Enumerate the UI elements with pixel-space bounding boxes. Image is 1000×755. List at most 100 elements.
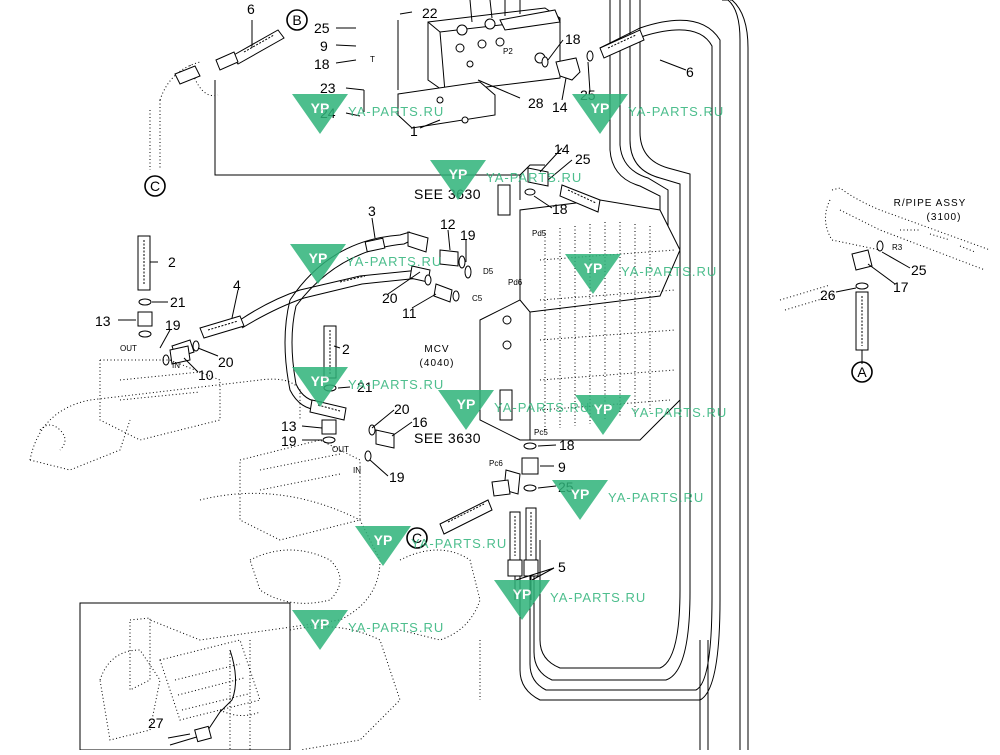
watermark-text: YA-PARTS.RU	[550, 590, 646, 605]
watermark-text: YA-PARTS.RU	[411, 536, 507, 551]
callout: 20	[218, 354, 234, 370]
callout: 14	[554, 141, 570, 157]
circle-label-a-text: A	[857, 364, 867, 380]
callout: 25	[314, 20, 330, 36]
watermark-triangle	[552, 480, 608, 520]
callout: 18	[565, 31, 581, 47]
machine-outline	[29, 187, 991, 751]
callout: 6	[247, 1, 255, 17]
watermark-triangle	[572, 94, 628, 134]
port-label: OUT	[120, 344, 137, 353]
pipe-assy-detail	[851, 240, 884, 364]
pipe-assy-title: R/PIPE ASSY	[894, 198, 967, 209]
callout: 2	[168, 254, 176, 270]
watermarks: YP YA-PARTS.RU YP YA-PARTS.RU YP YA-PARTS.RU Y…	[290, 94, 726, 650]
callout: 1	[410, 123, 418, 139]
watermark-badge: YP	[311, 616, 330, 632]
watermark-badge: YP	[571, 486, 590, 502]
watermark-triangle	[565, 254, 621, 294]
watermark-text: YA-PARTS.RU	[621, 264, 717, 279]
callout: 17	[893, 279, 909, 295]
see-reference: SEE 3630	[414, 186, 481, 202]
mcv-code: (4040)	[420, 358, 455, 369]
callout: 25	[911, 262, 927, 278]
leader-lines	[118, 11, 911, 739]
callout: 21	[170, 294, 186, 310]
port-label: Pc6	[489, 459, 503, 468]
port-label: Pd5	[532, 229, 547, 238]
port-labels: T P2 Pd5 D5 Pd6 C5 OUT IN OUT IN Pc5 Pc6…	[120, 47, 903, 475]
callout: 19	[281, 433, 297, 449]
watermark-triangle	[290, 244, 346, 284]
callout: 5	[558, 559, 566, 575]
watermark-badge: YP	[594, 401, 613, 417]
watermark-triangle	[292, 367, 348, 407]
circle-label-c-top-text: C	[150, 178, 160, 194]
watermark-badge: YP	[311, 373, 330, 389]
watermark-stamp: YP YA-PARTS.RU	[430, 160, 582, 200]
callout-numbers: 6 25 9 18 22 23 24 1 28 14 25 18 6 14 25…	[95, 1, 927, 731]
watermark-stamp: YP YA-PARTS.RU	[494, 580, 646, 620]
callout: 20	[382, 290, 398, 306]
callout: 13	[281, 418, 297, 434]
callout: 22	[422, 5, 438, 21]
watermark-stamp: YP YA-PARTS.RU	[552, 480, 704, 520]
watermark-triangle	[438, 390, 494, 430]
port-label: Pd6	[508, 278, 523, 287]
port-label: T	[370, 55, 375, 64]
callout: 11	[402, 305, 417, 321]
circle-label-c-top	[144, 175, 166, 197]
text-blocks: MCV (4040) SEE 3630 SEE 3630 R/PIPE ASSY…	[414, 186, 967, 446]
callout: 14	[552, 99, 568, 115]
callout: 12	[440, 216, 456, 232]
callout: 25	[575, 151, 591, 167]
callout: 10	[198, 367, 214, 383]
port-label: C5	[472, 294, 483, 303]
callout: 27	[148, 715, 164, 731]
joystick-inset	[79, 602, 291, 751]
watermark-badge: YP	[309, 250, 328, 266]
callout: 26	[820, 287, 836, 303]
callout: 21	[357, 379, 373, 395]
watermark-text: YA-PARTS.RU	[608, 490, 704, 505]
watermark-badge: YP	[591, 100, 610, 116]
watermark-stamp: YP YA-PARTS.RU	[572, 94, 724, 134]
callout: 20	[394, 401, 410, 417]
circle-label-c-bottom-text: C	[412, 530, 422, 546]
see-reference: SEE 3630	[414, 430, 481, 446]
callout: 18	[559, 437, 575, 453]
watermark-badge: YP	[584, 260, 603, 276]
watermark-triangle	[355, 526, 411, 566]
top-manifold-block	[397, 0, 561, 129]
callout: 18	[314, 56, 330, 72]
circle-label-b	[286, 9, 308, 31]
circle-label-c-bottom	[406, 527, 428, 549]
pipe-assy-code: (3100)	[927, 212, 962, 223]
mcv-title: MCV	[424, 344, 449, 355]
watermark-stamp: YP YA-PARTS.RU	[292, 610, 444, 650]
watermark-text: YA-PARTS.RU	[486, 170, 582, 185]
callout: 28	[528, 95, 544, 111]
watermark-text: YA-PARTS.RU	[348, 620, 444, 635]
watermark-text: YA-PARTS.RU	[628, 104, 724, 119]
callout: 23	[320, 80, 336, 96]
port-label: R3	[892, 243, 903, 252]
callout: 19	[460, 227, 476, 243]
main-control-valve	[479, 164, 681, 441]
watermark-badge: YP	[513, 586, 532, 602]
circle-label-b-text: B	[292, 12, 301, 28]
pipe-bundle	[519, 0, 749, 750]
circle-labels: B C C A	[144, 9, 873, 549]
watermark-triangle	[292, 610, 348, 650]
port-label: D5	[483, 267, 494, 276]
callout: 16	[412, 414, 428, 430]
port-label: IN	[353, 466, 361, 475]
callout: 6	[686, 64, 694, 80]
watermark-badge: YP	[449, 166, 468, 182]
